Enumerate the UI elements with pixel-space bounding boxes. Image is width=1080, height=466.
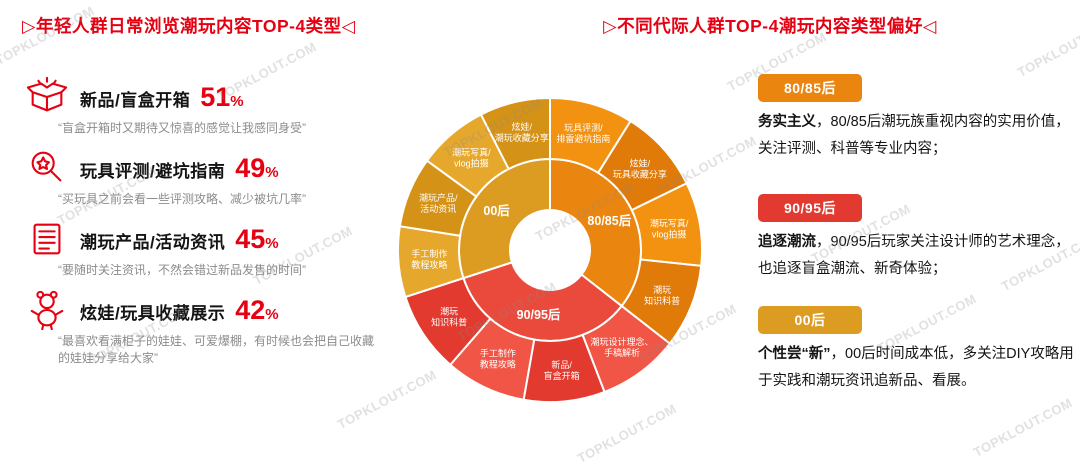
generation-card-8085: 80/85后 务实主义，80/85后潮玩族重视内容的实用价值，关注评测、科普等专… <box>758 74 1074 163</box>
segment-label: 玩具评测/排雷避坑指南 <box>556 123 610 144</box>
stat-label: 潮玩产品/活动资讯 <box>80 232 226 252</box>
news-icon <box>26 218 68 260</box>
left-panel-title: ▷年轻人群日常浏览潮玩内容TOP-4类型◁ <box>22 16 356 36</box>
segment-label: 潮玩写真/vlog拍摄 <box>452 146 491 168</box>
stat-unit: % <box>265 163 279 181</box>
stat-item: 炫娃/玩具收藏展示 42% “最喜欢看满柜子的娃娃、可爱爆棚，有时候也会把自己收… <box>26 289 378 367</box>
generation-card-text: 务实主义，80/85后潮玩族重视内容的实用价值，关注评测、科普等专业内容； <box>758 114 1070 157</box>
stat-value: 42 <box>235 294 266 325</box>
stat-value: 49 <box>235 152 266 183</box>
stat-item: 潮玩产品/活动资讯 45% “要随时关注资讯，不然会错过新品发售的时间” <box>26 218 378 279</box>
stat-unit: % <box>230 92 244 110</box>
stat-label: 玩具评测/避坑指南 <box>80 161 226 181</box>
group-label: 90/95后 <box>517 307 561 322</box>
stat-label: 炫娃/玩具收藏展示 <box>80 303 226 323</box>
segment-label: 潮玩写真/vlog拍摄 <box>650 217 689 239</box>
right-panel-title: ▷不同代际人群TOP-4潮玩内容类型偏好◁ <box>603 16 937 36</box>
stat-quote: “要随时关注资讯，不然会错过新品发售的时间” <box>58 263 306 277</box>
blind-box-icon <box>26 76 68 118</box>
group-label: 80/85后 <box>587 213 631 228</box>
segment-label: 潮玩知识科普 <box>431 305 467 327</box>
generation-tab: 90/95后 <box>758 194 862 222</box>
outer-ring-segment <box>479 96 551 171</box>
generation-tab: 80/85后 <box>758 74 862 102</box>
segment-label: 潮玩产品/活动资讯 <box>419 192 458 214</box>
stat-quote: “最喜欢看满柜子的娃娃、可爱爆棚，有时候也会把自己收藏的娃娃分享给大家” <box>58 334 374 365</box>
stat-quote: “买玩具之前会看一些评测攻略、减少被坑几率” <box>58 192 306 206</box>
generation-card-text: 追逐潮流，90/95后玩家关注设计师的艺术理念，也追逐盲盒潮流、新奇体验； <box>758 234 1070 277</box>
watermark: TOPKLOUT.COM <box>574 401 679 466</box>
segment-label: 炫娃/玩具收藏分享 <box>613 158 667 180</box>
segment-label: 手工制作教程攻略 <box>480 348 516 370</box>
segment-label: 新品/盲盒开箱 <box>544 359 580 381</box>
generation-card-9095: 90/95后 追逐潮流，90/95后玩家关注设计师的艺术理念，也追逐盲盒潮流、新… <box>758 194 1074 283</box>
stat-unit: % <box>265 234 279 252</box>
generation-card-text: 个性尝“新”，00后时间成本低，多关注DIY攻略用于实践和潮玩资讯追新品、看展。 <box>758 346 1074 389</box>
stat-item: 玩具评测/避坑指南 49% “买玩具之前会看一些评测攻略、减少被坑几率” <box>26 147 378 208</box>
segment-label: 潮玩设计理念、手稿解析 <box>590 336 653 358</box>
stat-unit: % <box>265 305 279 323</box>
stat-quote: “盲盒开箱时又期待又惊喜的感觉让我感同身受” <box>58 121 306 135</box>
segment-label: 炫娃/潮玩收藏分享 <box>495 121 549 143</box>
stat-value: 45 <box>235 223 266 254</box>
segment-label: 潮玩知识科普 <box>644 284 680 306</box>
generation-card-00: 00后 个性尝“新”，00后时间成本低，多关注DIY攻略用于实践和潮玩资讯追新品… <box>758 306 1074 395</box>
group-label: 00后 <box>483 203 510 218</box>
watermark: TOPKLOUT.COM <box>1014 15 1080 80</box>
stat-item: 新品/盲盒开箱 51% “盲盒开箱时又期待又惊喜的感觉让我感同身受” <box>26 76 378 137</box>
segment-label: 手工制作教程攻略 <box>411 248 447 270</box>
doll-icon <box>26 289 68 331</box>
stat-label: 新品/盲盒开箱 <box>80 90 191 110</box>
stat-value: 51 <box>200 81 231 112</box>
generation-tab: 00后 <box>758 306 862 334</box>
watermark: TOPKLOUT.COM <box>970 395 1075 460</box>
sunburst-svg: 玩具评测/排雷避坑指南炫娃/玩具收藏分享潮玩写真/vlog拍摄潮玩知识科普80/… <box>397 96 703 403</box>
magnifier-icon <box>26 147 68 189</box>
